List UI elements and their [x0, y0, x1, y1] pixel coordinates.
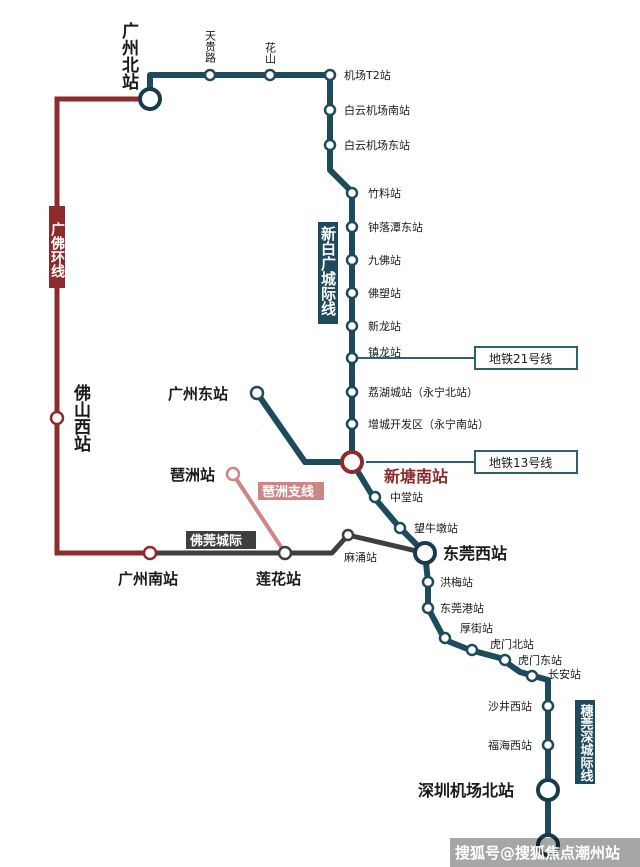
interchange-marker[interactable] [340, 450, 364, 474]
station-marker[interactable] [498, 653, 512, 667]
interchange-marker[interactable] [536, 833, 560, 857]
watermark: 搜狐号@搜狐焦点潮州站 [455, 844, 620, 862]
station-label-fuhai-west: 福海西站 [488, 738, 532, 752]
guangfo-ring-line [54, 96, 150, 556]
station-label-wangniudun: 望牛墩站 [414, 521, 458, 535]
station-marker[interactable] [345, 417, 359, 431]
station-marker[interactable] [541, 738, 555, 752]
station-marker[interactable] [368, 490, 382, 504]
station-marker[interactable] [541, 699, 555, 713]
station-marker[interactable] [525, 669, 539, 683]
pazhou-branch-label: 琶洲支线 [262, 484, 314, 500]
station-marker[interactable] [341, 528, 355, 542]
station-label-lianhua: 莲花站 [256, 570, 301, 588]
station-marker[interactable] [345, 253, 359, 267]
station-label-zhongluotan: 钟落潭东站 [368, 220, 423, 234]
station-label-zhuliao: 竹料站 [368, 186, 401, 200]
suiguan-shen-label: 穗莞深城际线 [578, 703, 594, 783]
station-marker[interactable] [323, 68, 337, 82]
watermark-bg [450, 838, 640, 867]
station-marker[interactable] [438, 631, 452, 645]
station-marker[interactable] [142, 545, 158, 561]
station-label-zhongtang: 中堂站 [390, 490, 423, 504]
fo-guan-label-bg [186, 531, 256, 549]
guangzhou-east-branch-line [254, 391, 352, 465]
station-marker[interactable] [465, 643, 479, 657]
metro-21-label: 地铁21号线 [489, 352, 552, 366]
station-label-baiyun-south: 白云机场南站 [344, 103, 410, 117]
station-label-dongguan-west: 东莞西站 [443, 544, 507, 563]
station-label-zengcheng: 增城开发区（永宁南站） [368, 417, 489, 431]
metro-13-box [474, 450, 578, 474]
station-label-foshan-west: 佛山西站 [70, 383, 92, 453]
xinbai-guangcheng-label: 新白广城际线 [319, 225, 337, 317]
guangfo-ring-label-bg [49, 206, 65, 288]
station-label-baiyun-east: 白云机场东站 [344, 138, 410, 152]
station-marker[interactable] [345, 385, 359, 399]
fo-guan-label: 佛莞城际 [189, 533, 242, 549]
interchange-marker[interactable] [536, 778, 560, 802]
station-marker[interactable] [263, 68, 277, 82]
station-label-pazhou: 琶洲站 [170, 466, 215, 484]
fo-guan-line [150, 532, 426, 556]
suiguan-label-bg [575, 700, 595, 784]
pazhou-label-bg [258, 482, 324, 500]
interchange-marker[interactable] [138, 87, 162, 111]
station-label-humen-east: 虎门东站 [518, 653, 562, 667]
station-marker[interactable] [345, 319, 359, 333]
station-marker[interactable] [393, 521, 407, 535]
station-label-houjie: 厚街站 [460, 621, 493, 635]
station-label-machong: 麻涌站 [344, 550, 377, 564]
station-marker[interactable] [345, 186, 359, 200]
station-label-airport-t2: 机场T2站 [344, 68, 391, 82]
station-label-dongguan-port: 东莞港站 [440, 601, 484, 615]
station-marker[interactable] [345, 286, 359, 300]
station-label-foshu: 佛塑站 [368, 286, 401, 300]
station-label-tiangui: 天贵路 [204, 30, 217, 64]
station-label-zhenlong: 镇龙站 [368, 345, 401, 359]
station-marker[interactable] [345, 351, 359, 365]
station-label-chang-an: 长安站 [548, 667, 581, 681]
station-marker[interactable] [421, 601, 435, 615]
station-marker[interactable] [345, 220, 359, 234]
station-marker[interactable] [323, 138, 337, 152]
metro-13-label: 地铁13号线 [489, 456, 552, 470]
station-marker[interactable] [323, 103, 337, 117]
station-marker[interactable] [49, 410, 65, 426]
station-label-humen-north: 虎门北站 [490, 637, 534, 651]
station-label-jiufo: 九佛站 [368, 253, 401, 267]
station-label-guangzhou-north: 广州北站 [118, 21, 140, 91]
station-label-shenzhen-airport-north: 深圳机场北站 [418, 781, 514, 800]
guangfo-ring-label: 广佛环线 [49, 221, 66, 279]
station-marker[interactable] [277, 545, 293, 561]
station-marker[interactable] [225, 466, 241, 482]
pazhou-branch-line [231, 472, 287, 555]
station-marker[interactable] [249, 385, 265, 401]
station-label-guangzhou-east: 广州东站 [168, 385, 228, 403]
station-label-xintang-south: 新塘南站 [384, 467, 448, 486]
station-label-hongmei: 洪梅站 [440, 575, 473, 589]
station-marker[interactable] [421, 575, 435, 589]
station-label-lihu: 荔湖城站（永宁北站） [368, 385, 478, 399]
xinbai-label-bg [318, 222, 338, 324]
xinbai-guangcheng-line [147, 72, 355, 462]
station-marker[interactable] [203, 68, 217, 82]
metro-21-box [474, 346, 578, 370]
station-label-shajing-west: 沙井西站 [488, 699, 532, 713]
interchange-marker[interactable] [413, 541, 437, 565]
station-label-guangzhou-south: 广州南站 [118, 570, 178, 588]
station-label-huashan: 花山 [264, 42, 277, 64]
station-label-xinlong: 新龙站 [368, 319, 401, 333]
